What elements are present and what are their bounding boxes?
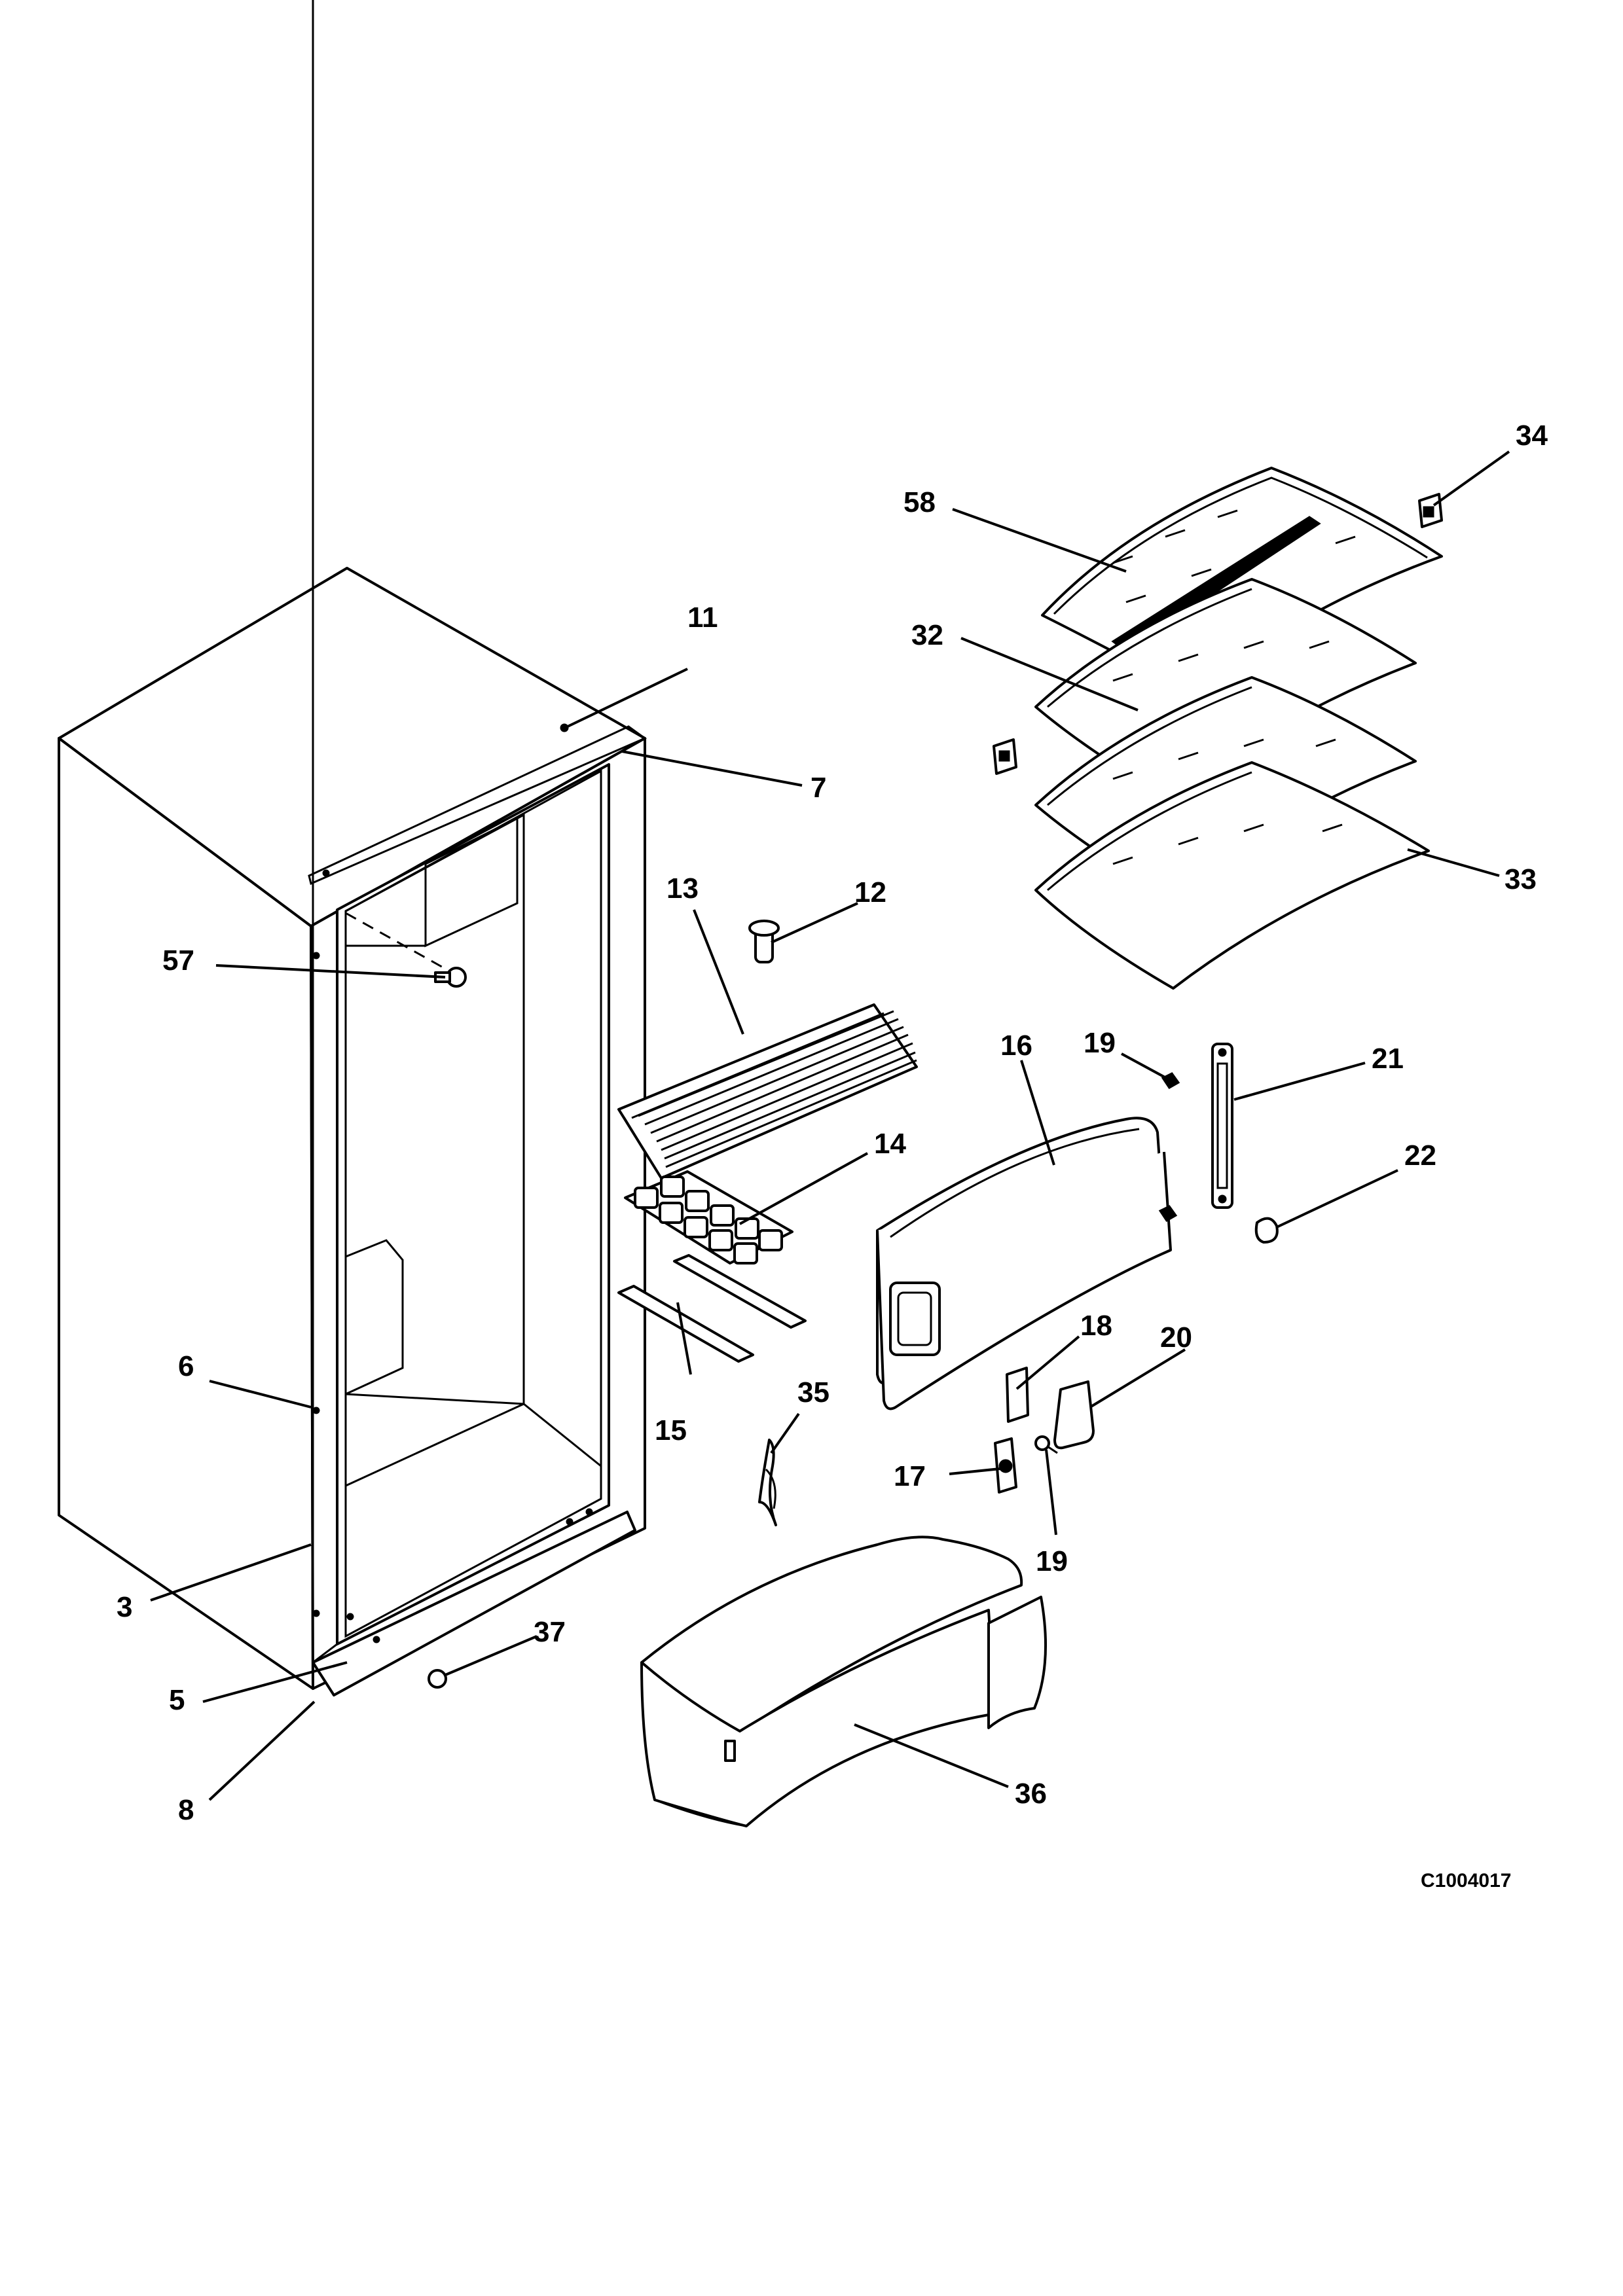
reference-code: C1004017 xyxy=(1421,1870,1511,1892)
wire-rack xyxy=(617,1003,918,1179)
callout-11: 11 xyxy=(687,601,718,634)
callout-33: 33 xyxy=(1504,863,1537,895)
callout-3: 3 xyxy=(117,1591,132,1623)
screw-19-lower xyxy=(1034,1435,1058,1454)
screw-37 xyxy=(428,1669,447,1689)
callout-18: 18 xyxy=(1080,1310,1112,1342)
shelf-clip-34 xyxy=(1418,493,1443,528)
callout-8: 8 xyxy=(178,1794,194,1826)
callout-37: 37 xyxy=(534,1616,566,1648)
glass-shelf-33b xyxy=(1034,761,1430,990)
hinge-pin-22 xyxy=(1254,1217,1279,1244)
screw-19-upper xyxy=(1158,1072,1180,1222)
door-handle xyxy=(1211,1043,1233,1209)
callout-58: 58 xyxy=(903,486,936,518)
callout-21: 21 xyxy=(1372,1043,1404,1075)
callout-32: 32 xyxy=(911,619,943,651)
callout-12: 12 xyxy=(854,876,886,908)
callout-36: 36 xyxy=(1015,1778,1047,1810)
callout-17: 17 xyxy=(894,1460,926,1492)
callout-57: 57 xyxy=(162,944,194,977)
callout-16: 16 xyxy=(1000,1030,1032,1062)
ice-tray xyxy=(624,1170,793,1265)
callout-35: 35 xyxy=(797,1376,830,1408)
callout-5: 5 xyxy=(169,1684,185,1716)
callout-14: 14 xyxy=(874,1128,906,1160)
callout-20: 20 xyxy=(1160,1321,1192,1354)
callout-22: 22 xyxy=(1404,1139,1436,1172)
cabinet xyxy=(58,0,647,1696)
probe-35 xyxy=(758,1439,777,1526)
bracket-17 xyxy=(994,1437,1017,1494)
callout-19-lower: 19 xyxy=(1036,1545,1068,1577)
callout-labels: 11 7 57 6 3 5 8 37 13 12 14 15 35 16 19 … xyxy=(117,420,1548,1892)
callout-34: 34 xyxy=(1516,420,1548,452)
callout-19-upper: 19 xyxy=(1084,1027,1116,1059)
shelf-texture xyxy=(1112,509,1356,865)
leader-lines xyxy=(150,450,1510,1801)
callout-7: 7 xyxy=(811,772,826,804)
clip-18 xyxy=(1006,1367,1029,1423)
callout-15: 15 xyxy=(655,1414,687,1446)
freezer-door xyxy=(876,1117,1172,1410)
shelf-clip-left xyxy=(993,738,1017,775)
latch-20 xyxy=(1053,1380,1095,1450)
callout-13: 13 xyxy=(666,872,699,905)
callout-6: 6 xyxy=(178,1350,194,1382)
slide-rails xyxy=(617,1254,807,1363)
plug-12 xyxy=(748,920,780,963)
crisper-drawer xyxy=(640,1535,1047,1827)
